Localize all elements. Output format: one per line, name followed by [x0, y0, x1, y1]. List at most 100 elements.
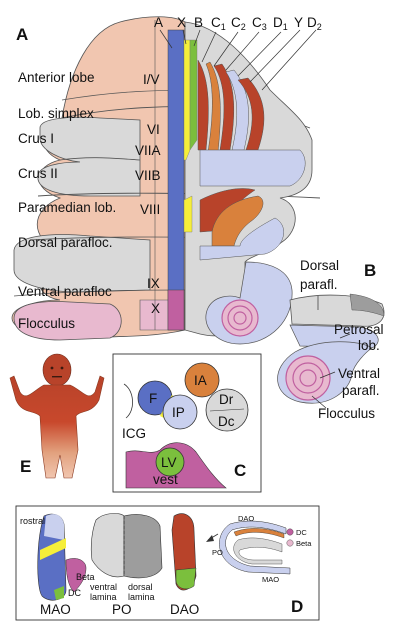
lobule-numeral-ix: IX	[147, 276, 160, 291]
panel-a-map: A X B C1 C2 C3 D1 Y D2 A Anterior lobe L…	[11, 15, 322, 345]
flocculus-label: Flocculus	[318, 406, 375, 421]
dorsal-parafl-label-2: parafl.	[300, 277, 338, 292]
inset-mao-label: MAO	[262, 575, 279, 584]
lobe-label-crus-i: Crus I	[18, 131, 54, 146]
petrosal-label-2: lob.	[358, 338, 380, 353]
inset-po-label: PO	[212, 548, 223, 557]
vest-label: vest	[153, 472, 178, 487]
mao-pale-top	[44, 514, 64, 540]
inset-orange-lamina	[233, 528, 285, 539]
zone-x-lower	[183, 195, 193, 233]
homunculus-body	[9, 375, 105, 479]
lobule-numeral-viib: VIIB	[135, 168, 161, 183]
nucleus-ia	[184, 362, 220, 398]
nucleus-dc-label: Dc	[218, 414, 235, 429]
paraflocculus-spiral-1	[221, 299, 259, 337]
inset-dc-label: DC	[296, 528, 307, 537]
lobe-label-anterior: Anterior lobe	[18, 70, 95, 85]
inset-gray-lamina	[233, 537, 283, 565]
inset-dao-label: DAO	[238, 514, 254, 523]
zone-c2-label: C2	[231, 15, 246, 32]
lobule-numeral-x: X	[151, 301, 160, 316]
zone-x-stripe	[183, 39, 191, 161]
nucleus-lv-label: LV	[161, 455, 177, 470]
crus-region-gray	[37, 116, 141, 197]
beta-dc-shape	[65, 558, 87, 593]
mao-label: MAO	[40, 602, 71, 617]
inset-dc-dot	[286, 528, 294, 536]
panel-b-pointers	[311, 296, 351, 409]
panel-e-homunculus: E	[9, 353, 105, 479]
rostral-label: rostral	[20, 516, 45, 526]
zone-b-stripe	[189, 39, 198, 151]
ventral-lamina-label-1: ventral	[90, 582, 117, 592]
paramedian-orange	[211, 195, 264, 247]
nucleus-ip-label: IP	[172, 405, 185, 420]
dao-label: DAO	[170, 602, 199, 617]
zone-y-label: Y	[294, 15, 303, 30]
nucleus-f-label: F	[149, 391, 157, 406]
homunculus-face	[50, 366, 64, 378]
beta-label: Beta	[76, 572, 95, 582]
inset-beta-label: Beta	[296, 539, 312, 548]
panel-a-label: A	[16, 25, 28, 44]
zone-a-label: A	[154, 15, 163, 30]
olive-inset: DAO PO DC Beta MAO	[206, 514, 312, 584]
nucleus-ia-label: IA	[194, 373, 207, 388]
dao-green-tip	[175, 567, 197, 590]
panel-c-nuclei: F IA IP Dr Dc ICG LV vest C	[112, 353, 262, 493]
lobe-label-ventral-parafloc: Ventral parafloc	[18, 284, 112, 299]
zone-pale-band	[199, 149, 306, 187]
floc-spiral-3	[299, 369, 317, 387]
zone-b-label: B	[194, 15, 203, 30]
panel-b-label: B	[364, 261, 376, 280]
zone-c3-label: C3	[252, 15, 267, 32]
ventral-lamina-label-2: lamina	[90, 592, 117, 602]
icg-arc	[123, 383, 133, 419]
inset-beta-dot	[286, 539, 294, 547]
paramedian-pale	[199, 217, 284, 261]
lobule-numeral-i-v: I/V	[143, 72, 160, 87]
zone-d2-label: D2	[307, 15, 322, 32]
icg-label: ICG	[122, 426, 146, 441]
lobe-label-flocculus: Flocculus	[18, 316, 75, 331]
panel-d-label: D	[291, 597, 303, 616]
dorsal-parafl-dark	[349, 293, 385, 317]
lobe-label-crus-ii: Crus II	[18, 166, 58, 181]
panel-c-label: C	[234, 461, 246, 480]
crus-cleft	[59, 157, 141, 161]
paraflocculus-spiral-2	[227, 305, 253, 331]
zone-a-stripe	[167, 29, 185, 331]
homunculus-head	[42, 353, 72, 387]
panel-d-inferior-olive: DAO PO DC Beta MAO rostral Beta DC ventr…	[15, 505, 320, 621]
lobe-label-paramedian: Paramedian lob.	[18, 200, 116, 215]
petrosal-label-1: Petrosal	[334, 322, 384, 337]
panel-e-label: E	[20, 457, 31, 476]
po-label: PO	[112, 602, 132, 617]
zone-pointer-lines	[159, 29, 317, 91]
panel-b-paraflocculus: B Dorsal parafl. Petrosal lob. Ventral p…	[277, 258, 385, 421]
inset-outer-lamina	[219, 520, 291, 575]
dorsal-lamina-label-2: lamina	[128, 592, 155, 602]
po-ventral-lamina	[90, 513, 125, 578]
floc-spiral-2	[292, 362, 324, 394]
zone-c1-label: C1	[211, 15, 226, 32]
lobe-label-dorsal-parafloc: Dorsal parafloc.	[18, 235, 113, 250]
flocculus-pink	[13, 301, 122, 341]
zone-d1-label: D1	[273, 15, 288, 32]
lobule-numeral-viii: VIII	[140, 202, 160, 217]
mao-green-tip	[54, 586, 64, 600]
dr-dc-divider	[209, 408, 245, 412]
dorsal-lamina-label-1: dorsal	[128, 582, 153, 592]
inset-arrow-head	[206, 535, 214, 542]
mao-yellow-band	[40, 538, 66, 560]
lobule-x-segment	[167, 289, 185, 331]
po-dorsal-lamina	[123, 514, 163, 579]
paraflocculus-spiral-3	[233, 311, 247, 325]
zone-x-label: X	[177, 15, 186, 30]
ventral-parafl-label-2: parafl.	[342, 383, 380, 398]
nucleus-dr-label: Dr	[219, 392, 234, 407]
dorsal-parafl-label-1: Dorsal	[300, 258, 339, 273]
lobe-label-simplex: Lob. simplex	[18, 106, 94, 121]
